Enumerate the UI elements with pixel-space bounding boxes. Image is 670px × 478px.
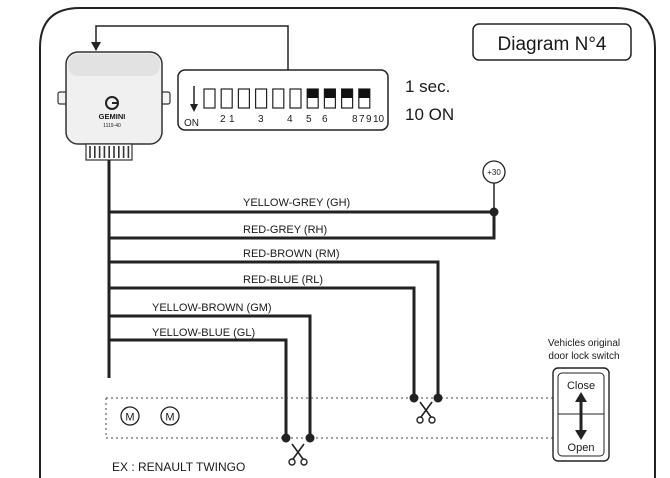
wire-gh-label: YELLOW-GREY (GH)	[243, 197, 350, 209]
motor-1-icon	[120, 406, 140, 426]
door-switch-caption-1: Vehicles original	[548, 338, 620, 349]
motor-2-label: M	[165, 412, 174, 424]
wire-rh: RED-GREY (RH)	[109, 212, 496, 240]
wire-rl-line	[109, 286, 416, 398]
dip-switch-5	[272, 88, 285, 109]
dip-switch-2	[220, 88, 233, 109]
dip-num-6: 6	[322, 114, 328, 125]
wire-rh-label: RED-GREY (RH)	[243, 224, 327, 236]
junction-rm-dot	[433, 393, 443, 403]
dip-num-9: 9	[366, 114, 372, 125]
dip-switch-7-knob	[307, 89, 319, 98]
wire-gm-line	[109, 314, 312, 438]
outer-frame	[39, 7, 656, 478]
motor-1: M	[120, 406, 140, 426]
power-label: +30	[487, 168, 501, 177]
dip-num-4: 4	[287, 114, 293, 125]
module-brand: GEMINI	[99, 112, 126, 121]
door-switch-up-arrow-icon	[575, 392, 587, 402]
dip-num-1: 1	[229, 114, 235, 125]
dip-switch-6	[289, 88, 302, 109]
dip-switch-panel: ON 2 1 3 4 5 6 8 7 9 10	[177, 69, 389, 131]
dip-on-label: ON	[184, 118, 199, 129]
module-top-shade	[68, 54, 160, 76]
wire-gl-line	[109, 338, 288, 438]
motor-2: M	[160, 406, 180, 426]
wire-rl-label: RED-BLUE (RL)	[243, 274, 323, 286]
junction-gm-dot	[305, 433, 315, 443]
control-module: GEMINI 1119-40	[57, 51, 171, 161]
dip-switch-8-knob	[324, 89, 336, 98]
wire-rm-line	[109, 260, 440, 398]
dip-switch-3	[237, 88, 250, 109]
wire-gm: YELLOW-BROWN (GM)	[109, 302, 312, 438]
connector-pins	[89, 146, 130, 158]
setting-switch: 10 ON	[405, 105, 454, 124]
dip-num-10: 10	[373, 114, 385, 125]
dip-switch-10-knob	[358, 89, 370, 98]
title-frame	[472, 23, 632, 61]
example-label: EX : RENAULT TWINGO	[112, 460, 245, 474]
scissors-icon-upper	[416, 401, 436, 424]
dip-num-8: 8	[352, 114, 358, 125]
dip-num-3: 3	[258, 114, 264, 125]
motor-1-label: M	[125, 412, 134, 424]
door-switch-close-label: Close	[567, 380, 595, 392]
power-junction-dot	[489, 207, 499, 217]
motor-2-icon	[160, 406, 180, 426]
feedback-line	[95, 25, 289, 72]
dip-num-7: 7	[359, 114, 365, 125]
dip-switches	[203, 88, 371, 109]
module-model: 1119-40	[103, 123, 121, 129]
wire-gm-label: YELLOW-BROWN (GM)	[152, 302, 272, 314]
feedback-arrow-icon	[91, 42, 101, 51]
wire-gl: YELLOW-BLUE (GL)	[109, 327, 288, 438]
diagram-title: Diagram N°4	[498, 34, 607, 55]
wire-rh-line	[109, 212, 496, 240]
wire-gl-label: YELLOW-BLUE (GL)	[152, 327, 255, 339]
wire-rl: RED-BLUE (RL)	[109, 274, 416, 398]
door-switch-caption-2: door lock switch	[548, 351, 619, 362]
dip-switch-9-knob	[341, 89, 353, 98]
door-switch-down-arrow-icon	[575, 430, 587, 440]
dip-num-2: 2	[220, 114, 226, 125]
dip-switch-4	[255, 88, 268, 109]
junction-gl-dot	[281, 433, 291, 443]
scissors-icon-lower	[288, 443, 308, 466]
on-arrow-icon	[190, 104, 198, 112]
junction-rl-dot	[409, 393, 419, 403]
door-switch-open-label: Open	[568, 442, 595, 454]
title-box: Diagram N°4	[472, 23, 632, 61]
door-lock-switch: Close Open	[552, 367, 610, 462]
wire-gh: YELLOW-GREY (GH)	[109, 197, 494, 214]
setting-time: 1 sec.	[405, 77, 450, 96]
wire-rm: RED-BROWN (RM)	[109, 248, 440, 398]
dip-num-5: 5	[306, 114, 312, 125]
wire-rm-label: RED-BROWN (RM)	[243, 248, 340, 260]
dip-switch-1	[203, 88, 216, 109]
